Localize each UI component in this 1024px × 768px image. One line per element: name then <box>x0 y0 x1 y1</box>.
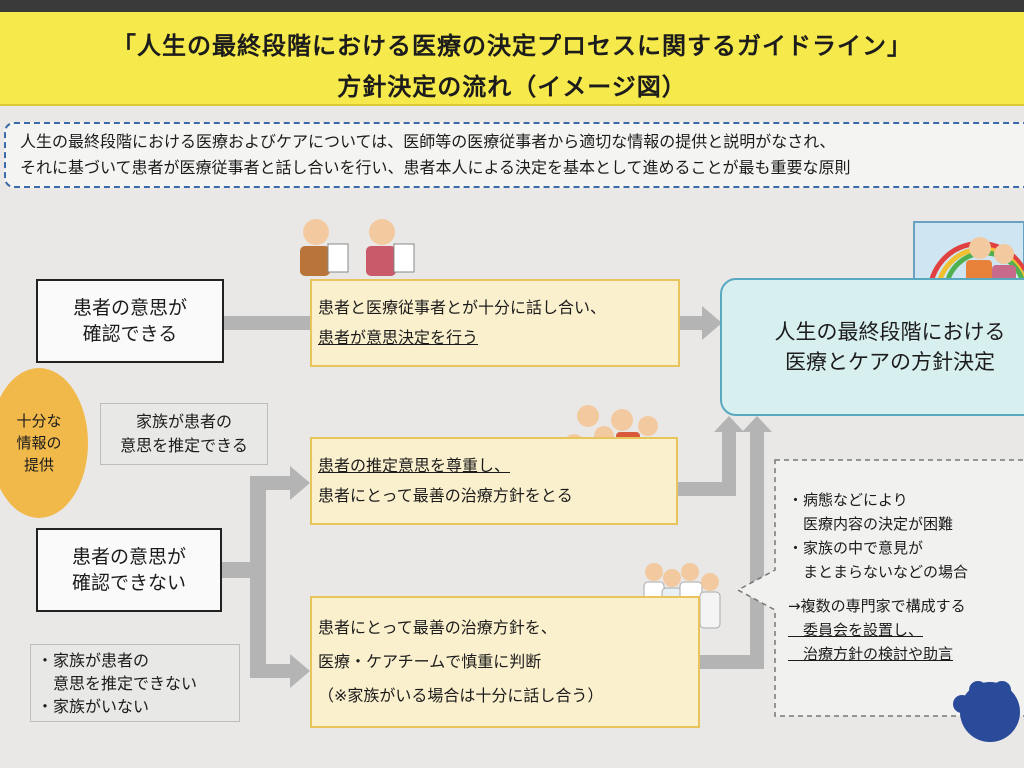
info-oval-line-2: 情報の <box>16 434 62 452</box>
patient-can-confirm-line-1: 患者の意思が <box>72 297 187 319</box>
patient-cannot-confirm-line-2: 確認できない <box>71 572 186 594</box>
patient-cannot-confirm-box: 患者の意思が 確認できない <box>36 528 222 612</box>
family-cannot-estimate-box: ・家族が患者の 意思を推定できない ・家族がいない <box>30 644 240 722</box>
patient-can-confirm-line-2: 確認できる <box>82 323 178 345</box>
flow-step-estimated-will: 患者の推定意思を尊重し、 患者にとって最善の治療方針をとる <box>310 437 678 525</box>
family-can-line-2: 意思を推定できる <box>120 436 248 455</box>
connector-cannot-confirm-stub <box>222 562 256 578</box>
flow-step-shared-decision: 患者と医療従事者とが十分に話し合い、 患者が意思決定を行う <box>310 279 680 367</box>
principle-line-1: 人生の最終段階における医療およびケアについては、医師等の医療従事者から適切な情報… <box>20 132 836 151</box>
callout-line-2: 医療内容の決定が困難 <box>788 515 954 533</box>
flow1-line-2: 患者が意思決定を行う <box>318 328 479 347</box>
arrow-head-flow2-result <box>714 416 744 432</box>
principle-line-2: それに基づいて患者が医療従事者と話し合いを行い、患者本人による決定を基本として進… <box>20 158 851 177</box>
connector-can-confirm-to-flow1 <box>224 316 310 330</box>
ministry-logo <box>953 681 1020 742</box>
callout-outline <box>736 459 1024 717</box>
flow2-line-1: 患者の推定意思を尊重し、 <box>318 456 511 475</box>
elderly-couple-illustration <box>300 219 415 276</box>
patient-can-confirm-box: 患者の意思が 確認できる <box>36 279 224 363</box>
connector-flow3-up <box>750 430 764 669</box>
family-can-estimate-box: 家族が患者の 意思を推定できる <box>100 403 268 465</box>
flow2-line-2: 患者にとって最善の治療方針をとる <box>318 486 573 505</box>
principle-box: 人生の最終段階における医療およびケアについては、医師等の医療従事者から適切な情報… <box>4 122 1024 188</box>
connector-flow2-up <box>722 430 736 496</box>
arrow-head-branch-flow3 <box>290 654 310 688</box>
info-oval-line-3: 提供 <box>23 456 54 474</box>
arrow-head-flow1-result <box>702 306 722 340</box>
screen-bezel <box>0 0 1024 12</box>
information-provision-oval: 十分な 情報の 提供 <box>0 368 88 518</box>
flow1-line-1: 患者と医療従事者とが十分に話し合い、 <box>318 298 607 317</box>
connector-flow3-right <box>700 655 762 669</box>
final-decision-line-1: 人生の最終段階における <box>774 320 1006 344</box>
connector-branch-to-flow2 <box>250 476 290 490</box>
expert-committee-callout: ・病態などにより 医療内容の決定が困難 ・家族の中で意見が まとまらないなどの場… <box>740 460 1024 718</box>
slide-subtitle: 方針決定の流れ（イメージ図） <box>337 73 687 101</box>
callout-line-1: ・病態などにより <box>788 491 908 509</box>
family-can-line-1: 家族が患者の <box>135 412 232 431</box>
family-cannot-line-1: ・家族が患者の <box>37 650 150 670</box>
connector-flow2-right <box>678 482 730 496</box>
slide-header: 「人生の最終段階における医療の決定プロセスに関するガイドライン」 方針決定の流れ… <box>0 12 1024 106</box>
callout-line-7: 治療方針の検討や助言 <box>788 645 954 663</box>
final-decision-box: 人生の最終段階における 医療とケアの方針決定 <box>720 278 1024 416</box>
callout-line-3: ・家族の中で意見が <box>788 539 924 557</box>
family-cannot-line-2: 意思を推定できない <box>37 673 198 693</box>
callout-line-6: 委員会を設置し、 <box>788 621 924 639</box>
info-oval-line-1: 十分な <box>16 412 62 430</box>
flow-step-care-team-judgement: 患者にとって最善の治療方針を、 医療・ケアチームで慎重に判断 （※家族がいる場合… <box>310 596 700 728</box>
final-decision-line-2: 医療とケアの方針決定 <box>785 350 995 374</box>
connector-branch-vertical <box>250 478 266 678</box>
patient-cannot-confirm-line-1: 患者の意思が <box>71 546 186 568</box>
flow3-line-1: 患者にとって最善の治療方針を、 <box>318 618 557 637</box>
arrow-head-flow3-result <box>742 416 772 432</box>
slide-title: 「人生の最終段階における医療の決定プロセスに関するガイドライン」 <box>112 32 912 60</box>
callout-line-4: まとまらないなどの場合 <box>788 563 969 581</box>
flow3-line-3: （※家族がいる場合は十分に話し合う） <box>318 686 604 705</box>
connector-flow1-to-result <box>680 316 702 330</box>
arrow-head-branch-flow2 <box>290 466 310 500</box>
connector-branch-to-flow3 <box>250 664 290 678</box>
callout-line-5: →複数の専門家で構成する <box>788 597 966 615</box>
flow3-line-2: 医療・ケアチームで慎重に判断 <box>318 652 542 671</box>
family-cannot-line-3: ・家族がいない <box>37 696 150 716</box>
